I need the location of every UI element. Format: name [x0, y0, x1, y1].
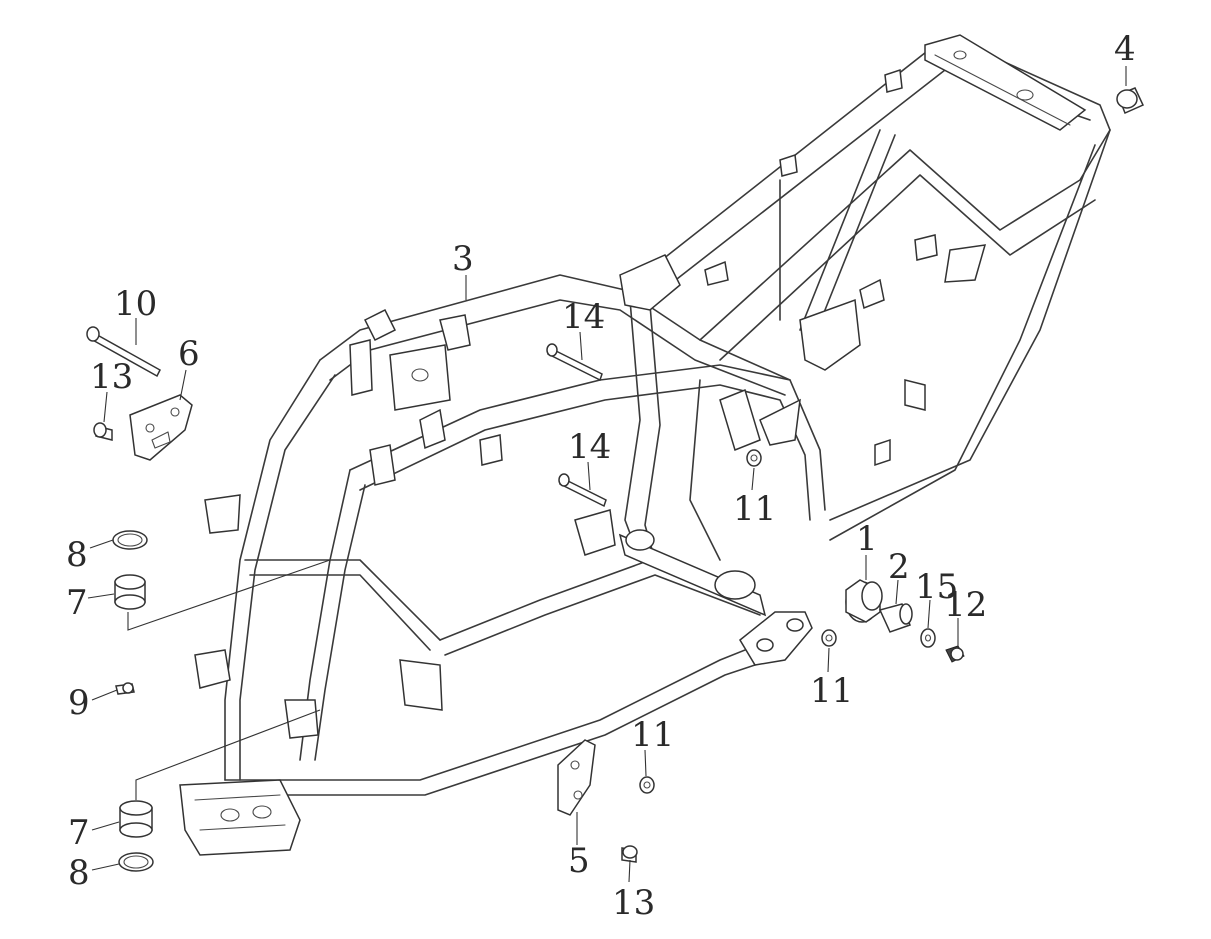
- label-part-10: 10: [114, 284, 157, 324]
- label-part-7-lower: 7: [68, 813, 90, 853]
- part-14-bolt-upper: [546, 343, 603, 382]
- part-8-washer-lower: [118, 852, 154, 872]
- label-part-9: 9: [68, 683, 90, 723]
- part-6-bracket: [129, 394, 193, 461]
- part-14-bolt-lower: [558, 473, 607, 508]
- part-7-mount-lower: [119, 800, 153, 838]
- part-13-bolt-left: [93, 422, 113, 441]
- label-part-11-upper: 11: [733, 489, 776, 529]
- part-10-bolt: [86, 326, 161, 378]
- part-9-screw: [115, 682, 135, 695]
- part-13-bolt-bottom: [621, 845, 638, 863]
- label-part-13-left: 13: [90, 357, 133, 397]
- part-12-bolt: [945, 645, 965, 663]
- part-11-nut-lower: [639, 776, 655, 794]
- label-part-2: 2: [888, 547, 910, 587]
- part-2-collar: [878, 603, 913, 633]
- label-part-15: 15: [915, 567, 958, 607]
- main-frame: [179, 34, 1111, 856]
- label-part-6: 6: [178, 334, 200, 374]
- part-8-washer-upper: [112, 530, 148, 550]
- label-part-8-lower: 8: [68, 853, 90, 893]
- part-5-bracket: [557, 739, 596, 816]
- part-15-washer: [920, 628, 936, 648]
- label-part-13-bottom: 13: [612, 883, 655, 923]
- label-part-8-upper: 8: [66, 535, 88, 575]
- leader-lines: [87, 66, 1127, 883]
- label-part-14-lower: 14: [568, 427, 611, 467]
- label-part-1: 1: [856, 519, 878, 559]
- part-7-mount-upper: [114, 574, 146, 610]
- part-11-nut-middle: [821, 629, 837, 647]
- label-part-5: 5: [568, 841, 590, 881]
- label-part-4: 4: [1114, 29, 1136, 69]
- label-part-3: 3: [452, 239, 474, 279]
- part-labels: 3 4 10 6 13 14 14 11 1 2 15 12 11 11 5 1…: [66, 29, 1136, 923]
- label-part-11-middle: 11: [810, 671, 853, 711]
- part-4-bushing: [1116, 87, 1145, 115]
- part-1-bushing: [845, 579, 883, 623]
- part-11-nut-upper: [746, 449, 762, 467]
- label-part-12: 12: [944, 585, 987, 625]
- label-part-11-lower: 11: [631, 715, 674, 755]
- label-part-7-upper: 7: [66, 583, 88, 623]
- label-part-14-upper: 14: [562, 297, 605, 337]
